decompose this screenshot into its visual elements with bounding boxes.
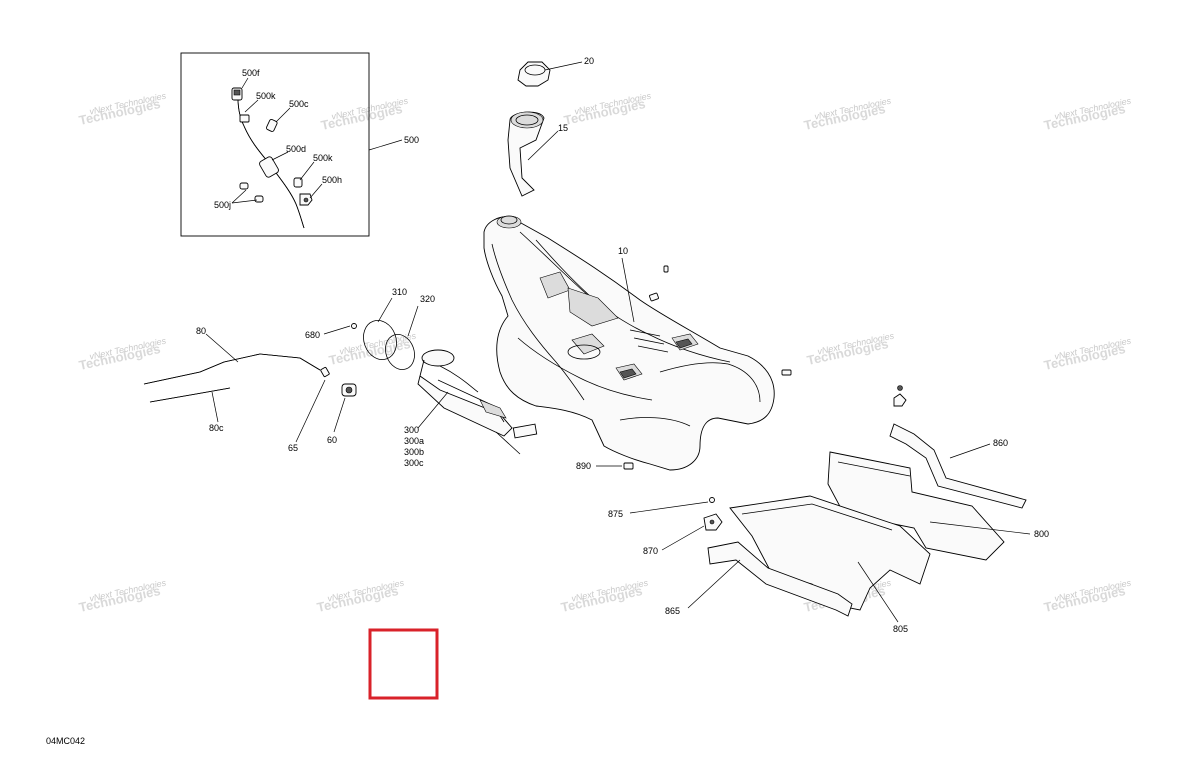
inset-frame xyxy=(180,52,370,237)
callout-500: 500 xyxy=(404,135,419,145)
callout-320: 320 xyxy=(420,294,435,304)
callout-20: 20 xyxy=(584,56,594,66)
fuel-cap xyxy=(517,61,583,87)
watermark: Technologies vNext Technologies xyxy=(78,90,168,127)
callout-860: 860 xyxy=(993,438,1008,448)
watermark: Technologies vNext Technologies xyxy=(320,95,410,132)
watermark: Technologies vNext Technologies xyxy=(1043,95,1133,132)
callout-80: 80 xyxy=(196,326,206,336)
watermark: Technologies vNext Technologies xyxy=(560,577,650,614)
callout-500j: 500j xyxy=(214,200,231,210)
bracket-860 xyxy=(889,385,1027,509)
callout-60: 60 xyxy=(327,435,337,445)
screw-680 xyxy=(323,323,357,335)
heat-shield-800 xyxy=(827,451,1031,561)
callout-680: 680 xyxy=(305,330,320,340)
callout-865: 865 xyxy=(665,606,680,616)
callout-500f: 500f xyxy=(242,68,260,78)
watermark: Technologies vNext Technologies xyxy=(803,95,893,132)
callout-300c: 300c xyxy=(404,458,424,468)
callout-80c: 80c xyxy=(209,423,224,433)
callout-500d: 500d xyxy=(286,144,306,154)
bracket-870 xyxy=(661,513,723,551)
watermark: Technologies vNext Technologies xyxy=(78,577,168,614)
clip-890 xyxy=(596,462,634,470)
callout-500h: 500h xyxy=(322,175,342,185)
callout-15: 15 xyxy=(558,123,568,133)
callout-500k: 500k xyxy=(313,153,333,163)
callout-300: 300 xyxy=(404,425,419,435)
callout-10: 10 xyxy=(618,246,628,256)
clamp-65 xyxy=(295,366,330,443)
watermark: Technologies vNext Technologies xyxy=(1043,335,1133,372)
callout-65: 65 xyxy=(288,443,298,453)
watermark: Technologies vNext Technologies xyxy=(563,90,653,127)
callout-875: 875 xyxy=(608,509,623,519)
highlight-box xyxy=(368,628,439,700)
screw-875 xyxy=(629,497,715,514)
callout-labels: 500f 500k 500c 500 500d 500k 500h 500j 2… xyxy=(196,56,1049,634)
connector-60 xyxy=(333,383,357,433)
fuel-pump-module xyxy=(417,349,538,455)
watermark: Technologies vNext Technologies xyxy=(328,330,418,367)
callout-500c: 500c xyxy=(289,99,309,109)
fuel-line-80 xyxy=(143,333,321,423)
diagram-code: 04MC042 xyxy=(46,736,85,746)
inset-vent-hose-kit xyxy=(180,52,403,237)
callout-870: 870 xyxy=(643,546,658,556)
callout-300b: 300b xyxy=(404,447,424,457)
fuel-tank xyxy=(483,215,792,471)
watermark: Technologies vNext Technologies xyxy=(1043,577,1133,614)
strap-865 xyxy=(687,541,853,617)
watermark: Technologies vNext Technologies xyxy=(78,335,168,372)
watermark: Technologies vNext Technologies xyxy=(806,330,896,367)
callout-500k: 500k xyxy=(256,91,276,101)
filler-neck xyxy=(507,111,559,197)
lock-ring-and-gasket xyxy=(363,297,419,370)
callout-310: 310 xyxy=(392,287,407,297)
callout-890: 890 xyxy=(576,461,591,471)
callout-800: 800 xyxy=(1034,529,1049,539)
watermark: Technologies vNext Technologies xyxy=(316,577,406,614)
callout-805: 805 xyxy=(893,624,908,634)
callout-300a: 300a xyxy=(404,436,424,446)
